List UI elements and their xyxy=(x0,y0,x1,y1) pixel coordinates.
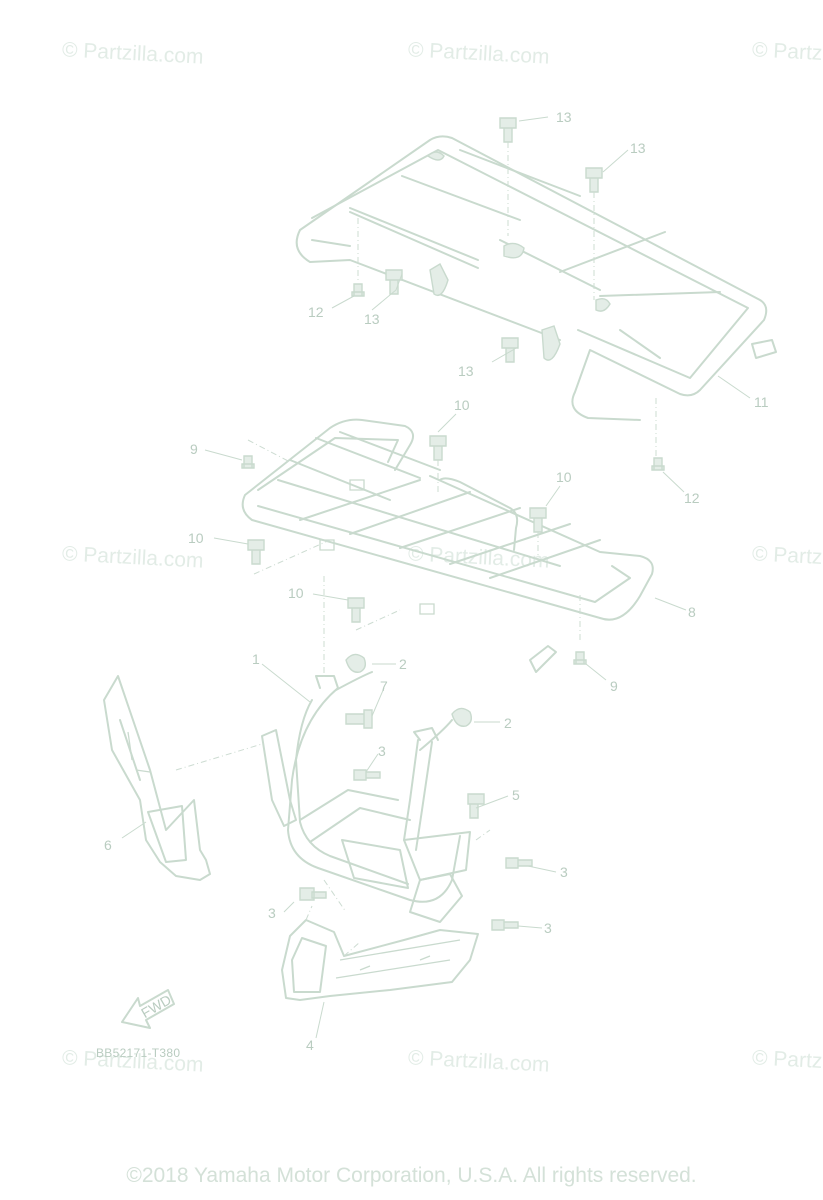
rear-carrier xyxy=(295,135,777,421)
callout-9: 9 xyxy=(190,441,198,457)
copyright-notice: ©2018 Yamaha Motor Corporation, U.S.A. A… xyxy=(126,1164,697,1187)
callout-3: 3 xyxy=(560,864,568,880)
callout-9: 9 xyxy=(610,678,618,694)
callout-7: 7 xyxy=(380,678,388,694)
callout-10: 10 xyxy=(454,397,470,413)
callout-12: 12 xyxy=(308,304,324,320)
callout-11: 11 xyxy=(754,394,769,410)
side-plate xyxy=(103,675,211,881)
callout-8: 8 xyxy=(688,604,696,620)
diagram-code: BB52171-T380 xyxy=(96,1046,181,1060)
rear-carrier-fasteners xyxy=(331,116,751,493)
skid-plate xyxy=(281,905,479,1039)
callout-6: 6 xyxy=(104,837,112,853)
callout-5: 5 xyxy=(512,787,520,803)
callout-2: 2 xyxy=(399,656,407,672)
callout-13: 13 xyxy=(630,140,646,156)
callout-3: 3 xyxy=(544,920,552,936)
callout-13: 13 xyxy=(458,363,474,379)
callout-labels: 13 13 12 13 13 11 10 9 10 12 10 10 8 1 2… xyxy=(104,109,769,1053)
callout-2: 2 xyxy=(504,715,512,731)
callout-12: 12 xyxy=(684,490,700,506)
callout-4: 4 xyxy=(306,1037,314,1053)
callout-13: 13 xyxy=(556,109,572,125)
fwd-arrow-icon: FWD xyxy=(121,989,175,1029)
callout-3: 3 xyxy=(268,905,276,921)
front-guard-frame xyxy=(175,576,557,931)
callout-13: 13 xyxy=(364,311,380,327)
front-carrier xyxy=(241,418,654,673)
callout-10: 10 xyxy=(556,469,572,485)
callout-10: 10 xyxy=(188,530,204,546)
front-carrier-fasteners xyxy=(204,413,687,681)
callout-10: 10 xyxy=(288,585,304,601)
callout-1: 1 xyxy=(252,651,260,667)
callout-3: 3 xyxy=(378,743,386,759)
